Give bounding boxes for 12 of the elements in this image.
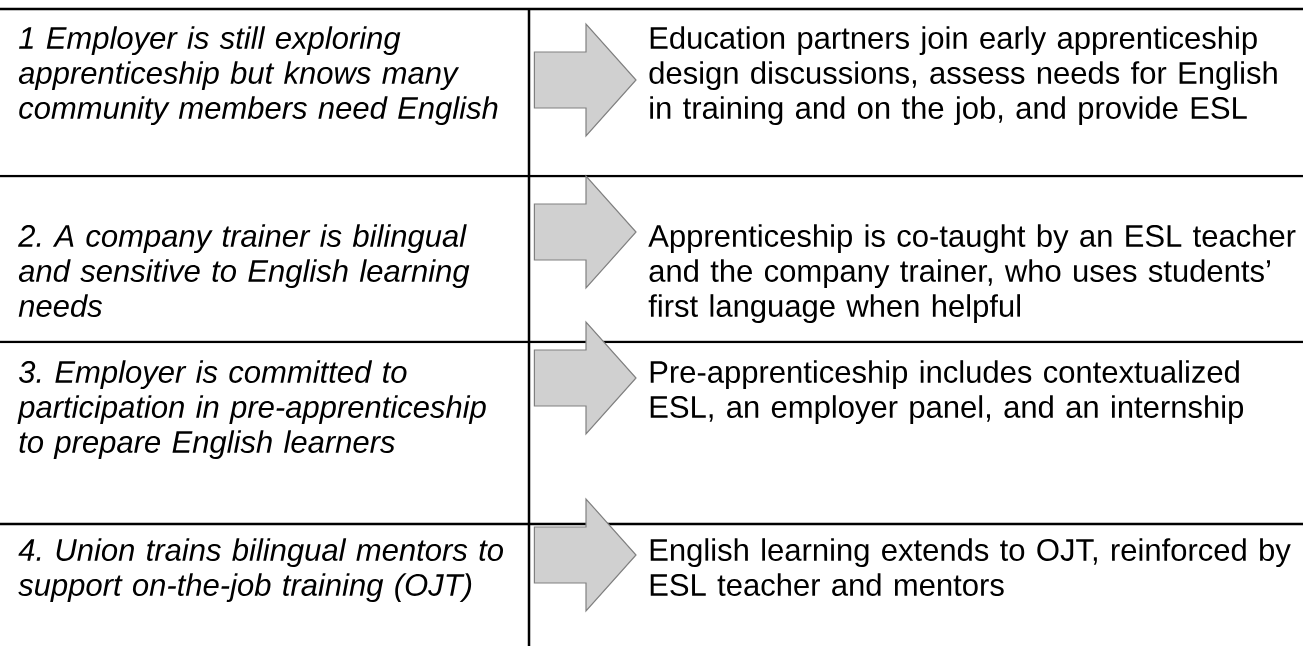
condition-text: 3. Employer is committed to participation in pre-apprenticeship to prepare English learners bbox=[17, 360, 486, 460]
outcome-text: Pre-apprenticeship includes contextualized ESL, an employer panel, and an internship bbox=[650, 360, 1244, 425]
outcome-text: English learning extends to OJT, reinforced by ESL teacher and mentors bbox=[650, 538, 1291, 596]
condition-text: 2. A company trainer is bilingual and sensitive to English learning needs bbox=[18, 224, 470, 317]
block-arrow bbox=[533, 320, 637, 436]
condition-text: 1 Employer is still exploring apprenticeship but knows many community members need English bbox=[18, 26, 498, 126]
condition-text: 4. Union trains bilingual mentors to support on-the-job training (OJT) bbox=[18, 538, 504, 603]
block-arrow bbox=[533, 174, 637, 290]
block-arrow bbox=[533, 497, 637, 613]
block-arrow bbox=[533, 22, 637, 138]
outcome-text: Education partners join early apprenticeship design discussions, assess needs for English in training and on the job, and provide ESL bbox=[649, 26, 1277, 126]
outcome-text: Apprenticeship is co-taught by an ESL teacher and the company trainer, who uses students’ first language when helpful bbox=[648, 224, 1296, 324]
